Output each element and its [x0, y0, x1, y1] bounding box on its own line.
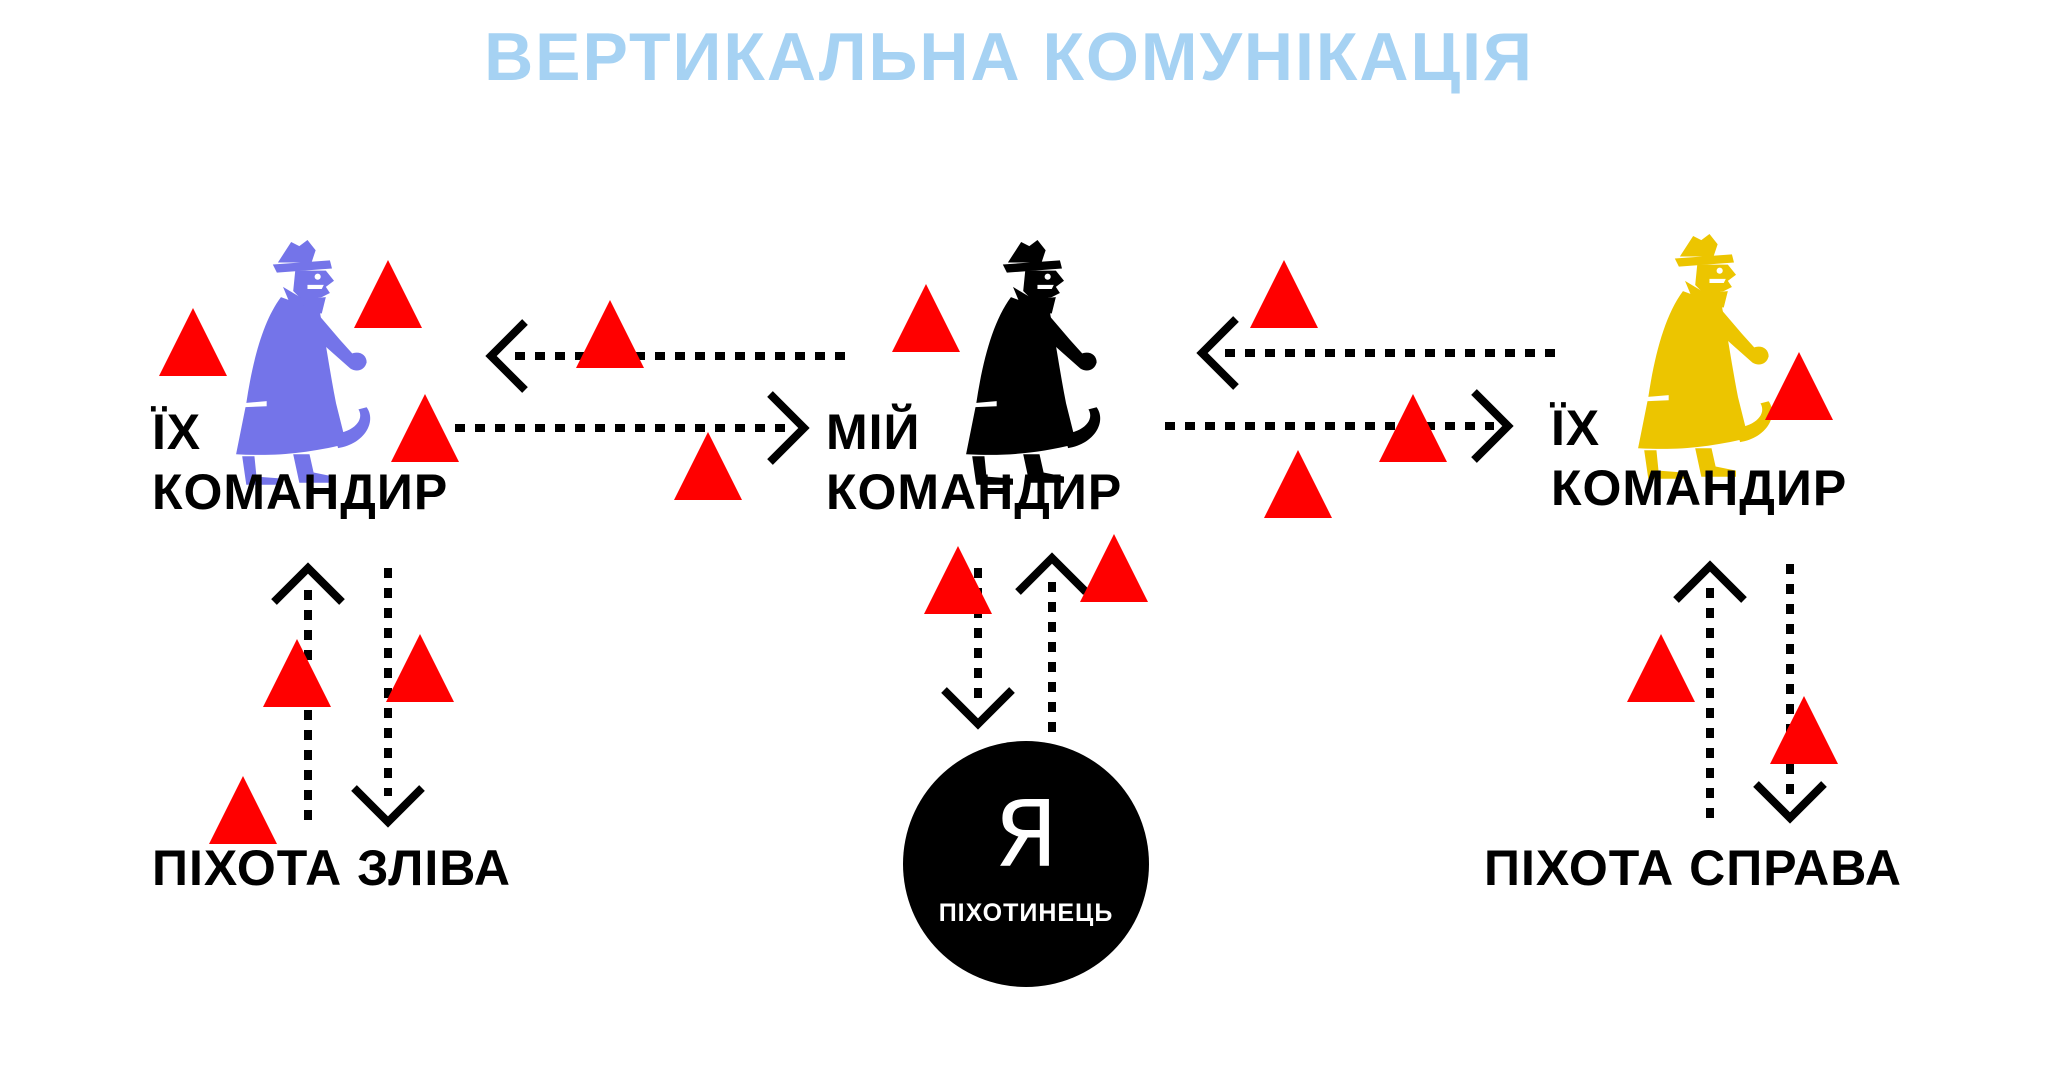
arrow-left-to-center-commander	[455, 394, 804, 462]
warning-triangle-icon	[1627, 634, 1695, 702]
left-commander-label-line1: ЇХ	[152, 402, 448, 462]
me-infantryman-badge: Я ПІХОТИНЕЦЬ	[903, 741, 1149, 987]
arrow-right-infantry-down	[1756, 564, 1824, 818]
arrow-center-to-right-commander	[1165, 392, 1508, 460]
center-commander-label-line1: МІЙ	[826, 402, 1122, 462]
warning-triangle-icon	[263, 639, 331, 707]
right-commander-label-line2: КОМАНДИР	[1551, 458, 1847, 518]
right-infantry-label: ПІХОТА СПРАВА	[1484, 838, 1902, 898]
warning-triangle-icon	[924, 546, 992, 614]
left-infantry-label: ПІХОТА ЗЛІВА	[152, 838, 511, 898]
arrow-center-to-left-commander	[491, 322, 845, 390]
warning-triangle-icon	[209, 776, 277, 844]
center-commander-label-line2: КОМАНДИР	[826, 462, 1122, 522]
warning-triangle-icon	[354, 260, 422, 328]
warning-triangle-icon	[674, 432, 742, 500]
right-commander-label-line1: ЇХ	[1551, 398, 1847, 458]
arrow-right-to-center-commander	[1202, 319, 1555, 387]
warning-triangle-icon	[892, 284, 960, 352]
left-commander-label-line2: КОМАНДИР	[152, 462, 448, 522]
center-commander-label: МІЙ КОМАНДИР	[826, 402, 1122, 522]
warning-triangle-icon	[159, 308, 227, 376]
warning-triangle-icon	[386, 634, 454, 702]
left-commander-label: ЇХ КОМАНДИР	[152, 402, 448, 522]
warning-triangle-icon	[576, 300, 644, 368]
warning-triangle-icon	[1250, 260, 1318, 328]
me-letter: Я	[903, 785, 1149, 885]
warning-triangle-icon	[1080, 534, 1148, 602]
arrow-me-up	[1018, 558, 1086, 732]
right-commander-label: ЇХ КОМАНДИР	[1551, 398, 1847, 518]
warning-triangle-icon	[1264, 450, 1332, 518]
me-caption: ПІХОТИНЕЦЬ	[903, 899, 1149, 928]
warning-triangle-icon	[1770, 696, 1838, 764]
